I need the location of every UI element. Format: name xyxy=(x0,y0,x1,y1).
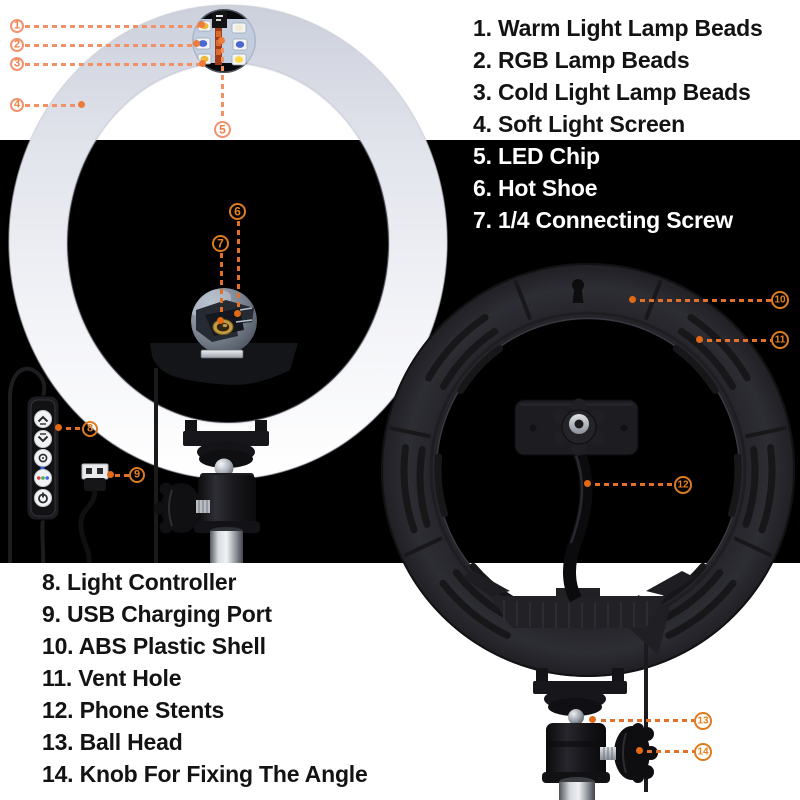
phone-stent xyxy=(514,398,639,603)
stent-rosette xyxy=(553,398,605,456)
legend-item-5: 5. LED Chip xyxy=(473,143,600,169)
callout-9-line xyxy=(115,473,129,477)
legend-item-9: 9. USB Charging Port xyxy=(42,601,272,627)
legend-item-6: 6. Hot Shoe xyxy=(473,175,598,201)
callout-2-dot xyxy=(193,40,200,47)
callout-3-line xyxy=(25,62,200,66)
callout-11-number: 11 xyxy=(774,334,786,345)
callout-13-line xyxy=(601,718,694,722)
legend-item-7: 7. 1/4 Connecting Screw xyxy=(473,207,733,233)
legend-item-12: 12. Phone Stents xyxy=(42,697,225,723)
callout-1-line xyxy=(25,24,199,28)
brightness-up-icon xyxy=(34,410,52,428)
usb-plug-icon xyxy=(78,463,109,563)
vent-holes xyxy=(400,314,776,639)
callout-10-number: 10 xyxy=(774,294,786,305)
callout-11-dot xyxy=(696,336,703,343)
keyhole-icon xyxy=(572,279,584,303)
callout-9-dot xyxy=(107,471,114,478)
callout-6-line xyxy=(236,221,240,309)
legend-item-10: 10. ABS Plastic Shell xyxy=(42,633,266,659)
callout-7-dot xyxy=(217,317,224,324)
callout-7-line xyxy=(219,253,223,316)
black-ring-ball-head xyxy=(533,668,658,800)
callout-12-line xyxy=(595,482,674,486)
callout-10-badge: 10 xyxy=(771,291,789,309)
gooseneck-arm xyxy=(563,450,593,603)
callout-4-dot xyxy=(78,101,85,108)
callout-12-number: 12 xyxy=(677,479,689,490)
legend-item-8: 8. Light Controller xyxy=(42,569,237,595)
callout-5-dot xyxy=(218,37,225,44)
legend-item-4: 4. Soft Light Screen xyxy=(473,111,685,137)
hot-shoe-plate xyxy=(150,343,298,385)
light-controller xyxy=(26,395,60,521)
callout-14-number: 14 xyxy=(697,746,709,757)
white-ring-light-photo xyxy=(8,4,448,563)
callout-2-line xyxy=(25,43,194,47)
mode-icon xyxy=(34,449,52,467)
angle-fixing-knob xyxy=(614,723,658,783)
callout-14-badge: 14 xyxy=(694,743,712,761)
tripod-pole xyxy=(210,531,243,563)
callout-11-badge: 11 xyxy=(771,331,789,349)
callout-6-dot xyxy=(234,310,241,317)
callout-8-number: 8 xyxy=(86,422,94,435)
callout-13-number: 13 xyxy=(697,715,709,726)
callout-10-dot xyxy=(629,296,636,303)
legend-item-13: 13. Ball Head xyxy=(42,729,183,755)
callout-13-dot xyxy=(589,716,596,723)
callout-6-badge: 6 xyxy=(229,203,246,220)
callout-7-number: 7 xyxy=(217,236,224,250)
callout-2-number: 2 xyxy=(13,38,21,51)
callout-9-badge: 9 xyxy=(129,467,145,483)
power-icon xyxy=(34,489,52,507)
callout-1-dot xyxy=(198,21,205,28)
cold-lamp-beads xyxy=(231,22,247,66)
callout-2-badge: 2 xyxy=(10,38,24,52)
legend-item-2: 2. RGB Lamp Beads xyxy=(473,47,690,73)
callout-4-line xyxy=(25,103,79,107)
callout-8-badge: 8 xyxy=(82,421,98,437)
callout-4-badge: 4 xyxy=(10,98,24,112)
callout-1-badge: 1 xyxy=(10,19,24,33)
legend-item-11: 11. Vent Hole xyxy=(42,665,182,691)
legend-item-14: 14. Knob For Fixing The Angle xyxy=(42,761,368,787)
callout-1-number: 1 xyxy=(13,19,21,32)
black-ring-light-photo xyxy=(381,263,796,800)
callout-9-number: 9 xyxy=(133,468,141,481)
callout-7-badge: 7 xyxy=(212,235,229,252)
power-cables xyxy=(8,366,47,563)
legend-parts-8-14: 8. Light Controller 9. USB Charging Port… xyxy=(42,566,368,790)
tripod-pole xyxy=(559,782,595,800)
callout-6-number: 6 xyxy=(234,204,241,218)
callout-5-badge: 5 xyxy=(214,121,231,138)
callout-14-dot xyxy=(636,747,643,754)
callout-5-line xyxy=(221,48,224,118)
callout-13-badge: 13 xyxy=(694,712,712,730)
callout-12-dot xyxy=(584,480,591,487)
legend-item-3: 3. Cold Light Lamp Beads xyxy=(473,79,751,105)
callout-3-dot xyxy=(199,60,206,67)
legend-parts-1-7: 1. Warm Light Lamp Beads 2. RGB Lamp Bea… xyxy=(473,12,763,236)
hot-shoe-inset xyxy=(191,288,257,359)
callout-14-line xyxy=(647,749,694,753)
shoe-hinge xyxy=(200,349,244,359)
callout-8-line xyxy=(66,426,82,430)
rgb-mode-icon xyxy=(34,469,52,487)
callout-10-line xyxy=(640,298,771,302)
callout-3-badge: 3 xyxy=(10,57,24,71)
callout-8-dot xyxy=(55,424,62,431)
callout-11-line xyxy=(707,338,771,342)
legend-item-1: 1. Warm Light Lamp Beads xyxy=(473,15,763,41)
brightness-down-icon xyxy=(34,430,52,448)
callout-5-number: 5 xyxy=(219,122,226,136)
led-strip xyxy=(215,28,222,65)
white-ring-knob xyxy=(153,482,201,534)
callout-3-number: 3 xyxy=(13,57,21,70)
callout-4-number: 4 xyxy=(13,98,21,111)
white-ring-ball-head xyxy=(153,420,269,563)
callout-12-badge: 12 xyxy=(674,476,692,494)
